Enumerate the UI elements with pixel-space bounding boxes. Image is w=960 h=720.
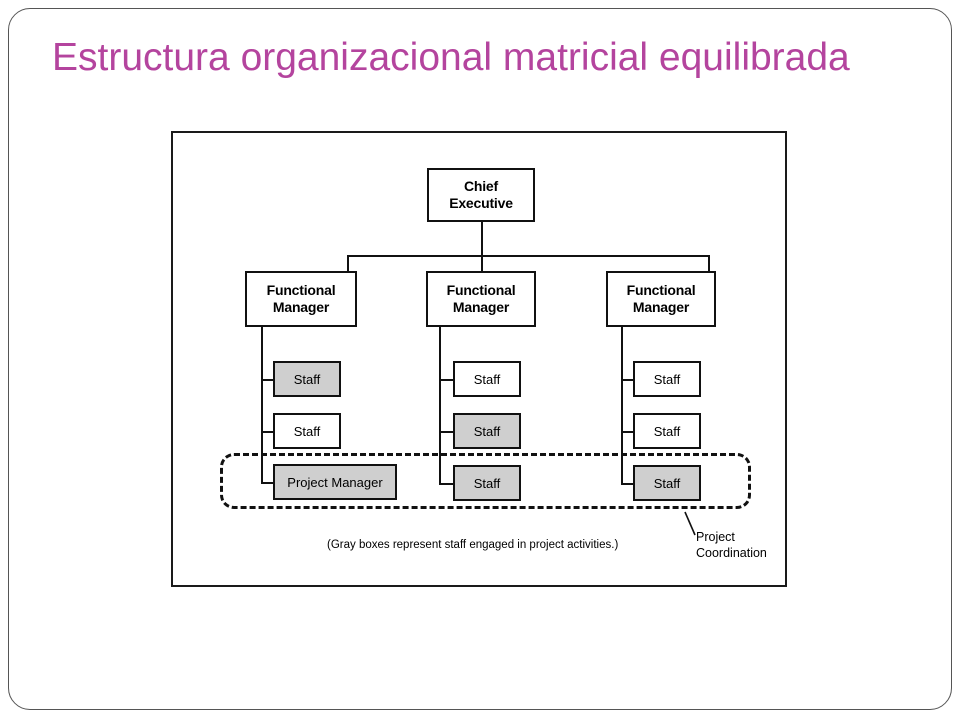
functional-manager-box-2: Functional Manager xyxy=(426,271,536,327)
functional-manager-box-3: Functional Manager xyxy=(606,271,716,327)
column-3-branch-3 xyxy=(621,483,633,485)
column-2-trunk xyxy=(439,325,441,485)
slide-frame xyxy=(8,8,952,710)
staff-box-col1-row1: Staff xyxy=(273,361,341,397)
staff-box-col2-row2: Staff xyxy=(453,413,521,449)
project-manager-box: Project Manager xyxy=(273,464,397,500)
column-2-branch-2 xyxy=(439,431,453,433)
gray-boxes-note: (Gray boxes represent staff engaged in p… xyxy=(327,539,619,551)
chief-executive-box: Chief Executive xyxy=(427,168,535,222)
column-2-branch-1 xyxy=(439,379,453,381)
column-1-branch-3 xyxy=(261,482,273,484)
column-3-trunk xyxy=(621,325,623,485)
staff-box-col1-row2: Staff xyxy=(273,413,341,449)
slide-title: Estructura organizacional matricial equi… xyxy=(52,36,850,79)
column-1-branch-2 xyxy=(261,431,273,433)
project-coordination-label: Project Coordination xyxy=(696,530,767,560)
column-3-branch-2 xyxy=(621,431,633,433)
column-2-branch-3 xyxy=(439,483,453,485)
staff-box-col2-row1: Staff xyxy=(453,361,521,397)
connector-chief-down xyxy=(481,221,483,255)
connector-to-manager-3 xyxy=(708,255,710,271)
staff-box-col3-row2: Staff xyxy=(633,413,701,449)
column-1-branch-1 xyxy=(261,379,273,381)
connector-to-manager-1 xyxy=(347,255,349,271)
column-1-trunk xyxy=(261,325,263,484)
column-3-branch-1 xyxy=(621,379,633,381)
connector-to-manager-2 xyxy=(481,255,483,271)
connector-horizontal-bar xyxy=(347,255,710,257)
org-chart-figure: Chief Executive Functional Manager Funct… xyxy=(171,131,787,587)
staff-box-col3-row3: Staff xyxy=(633,465,701,501)
project-coordination-pointer xyxy=(684,511,696,536)
functional-manager-box-1: Functional Manager xyxy=(245,271,357,327)
staff-box-col2-row3: Staff xyxy=(453,465,521,501)
staff-box-col3-row1: Staff xyxy=(633,361,701,397)
project-coordination-outline xyxy=(220,453,751,509)
